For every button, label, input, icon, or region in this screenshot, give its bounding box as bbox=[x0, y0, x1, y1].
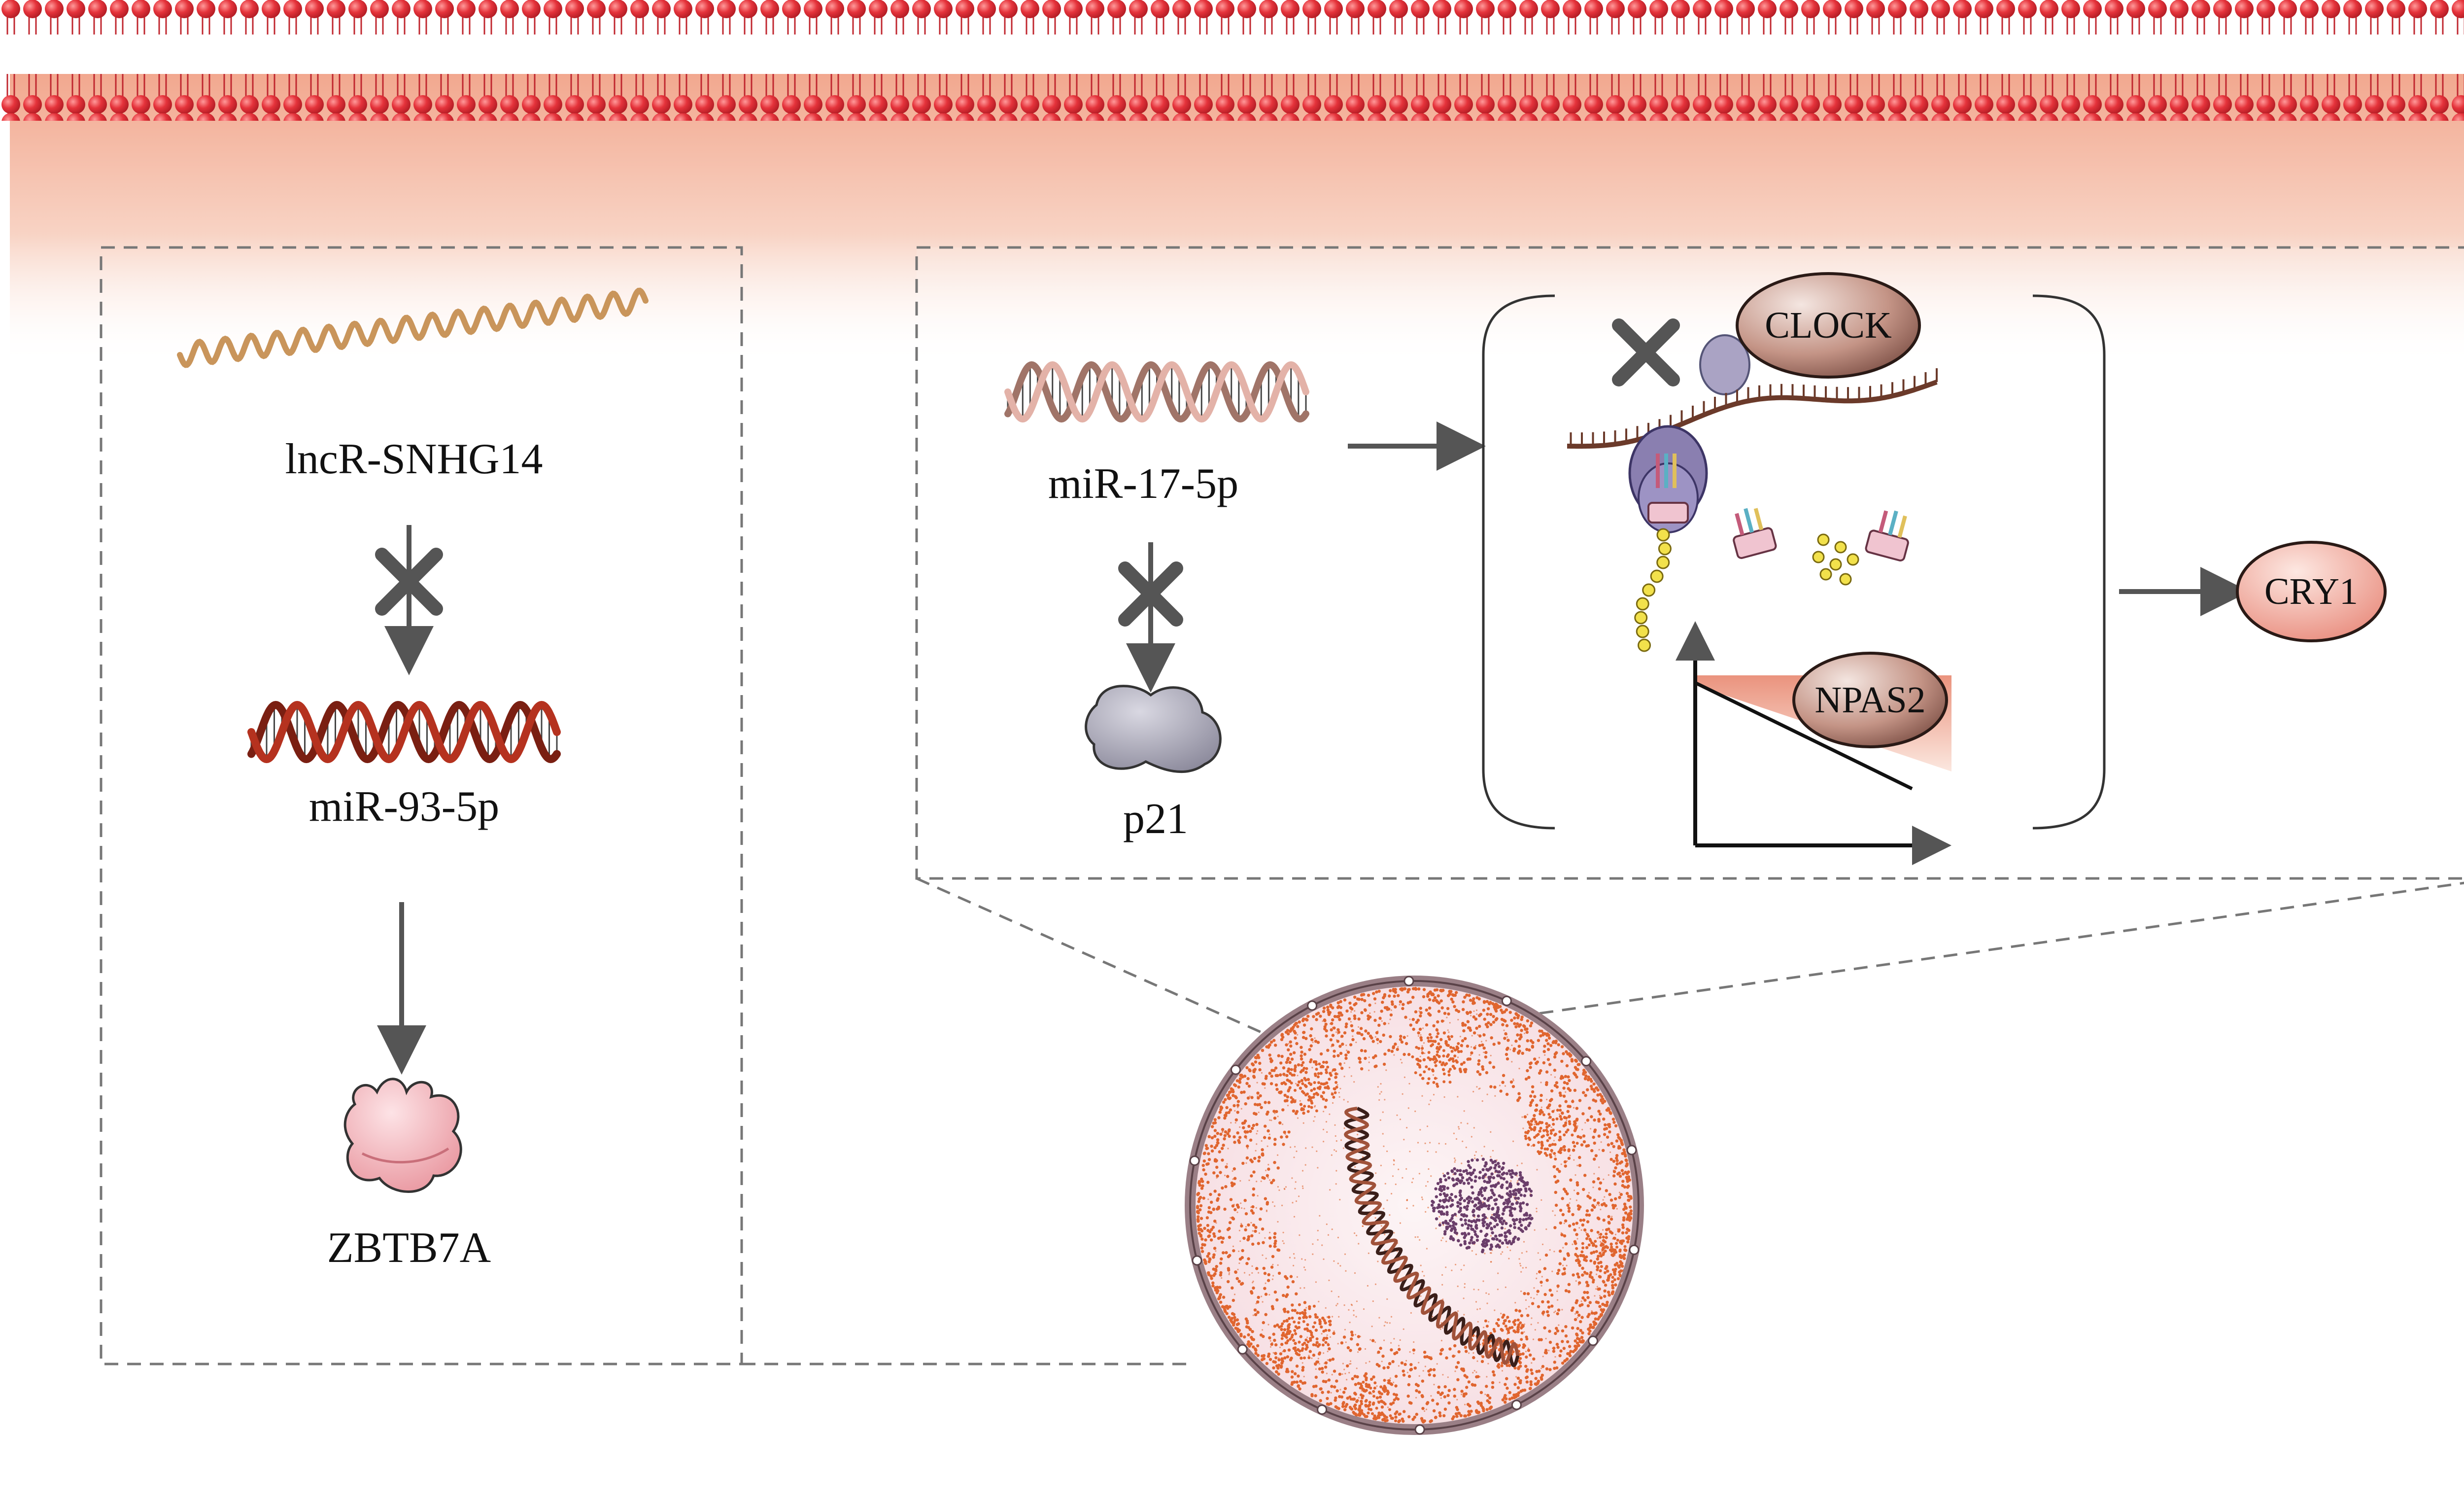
lncrna-strand-icon bbox=[177, 287, 649, 368]
zbtb-label: ZBTB7A bbox=[327, 1224, 491, 1272]
p21-protein-icon bbox=[1085, 685, 1222, 773]
npas2-graph: NPAS2 bbox=[1676, 621, 1951, 865]
process-bracket-right bbox=[2032, 294, 2106, 830]
trna-icon bbox=[1733, 508, 1777, 560]
nucleus-icon bbox=[1185, 976, 1644, 1435]
amino-acid-dots-icon bbox=[1812, 533, 1859, 586]
graph-decline-line bbox=[1694, 681, 1913, 791]
zbtb7a-protein-icon bbox=[343, 1078, 462, 1193]
cell-membrane bbox=[0, 0, 2464, 365]
left-panel-border bbox=[100, 246, 743, 1365]
chromatin-dots bbox=[1196, 986, 1633, 1427]
right-panel: miR-17-5p p21 CLOCK bbox=[915, 246, 2464, 880]
zoom-connector bbox=[742, 877, 2464, 1365]
mirna-helix-icon bbox=[247, 700, 561, 764]
ribosome-small-subunit-icon bbox=[1699, 334, 1750, 395]
npas2-label: NPAS2 bbox=[1814, 679, 1925, 721]
dna-helix-icon bbox=[1343, 1106, 1520, 1367]
mirna-helix-icon bbox=[1004, 361, 1309, 423]
cry1-protein: CRY1 bbox=[2236, 541, 2387, 642]
ribosome-icon bbox=[1628, 425, 1708, 533]
lnc-label: lncR-SNHG14 bbox=[285, 435, 543, 483]
mrna-codon-ticks bbox=[1570, 368, 1938, 447]
nucleolus bbox=[1430, 1157, 1534, 1254]
x-mark-icon bbox=[1612, 318, 1680, 386]
clock-label: CLOCK bbox=[1765, 305, 1892, 346]
clock-protein: CLOCK bbox=[1736, 272, 1921, 379]
membrane-gradient bbox=[10, 74, 2464, 365]
left-panel: lncR-SNHG14 miR-93-5p ZBTB7A bbox=[100, 246, 743, 1365]
cry1-label: CRY1 bbox=[2264, 571, 2358, 612]
peptide-chain-icon bbox=[1634, 528, 1672, 652]
x-mark-icon bbox=[1118, 561, 1183, 627]
mrna-strand-icon bbox=[1567, 380, 1938, 449]
x-mark-icon bbox=[375, 548, 443, 616]
process-bracket-left bbox=[1482, 294, 1555, 830]
lipid-bilayer-icon bbox=[0, 0, 2464, 121]
mir93-label: miR-93-5p bbox=[309, 783, 499, 831]
trna-icon bbox=[1865, 510, 1909, 562]
nuclear-pores bbox=[1189, 976, 1640, 1435]
p21-label: p21 bbox=[1123, 795, 1188, 843]
mir17-label: miR-17-5p bbox=[1048, 460, 1238, 508]
